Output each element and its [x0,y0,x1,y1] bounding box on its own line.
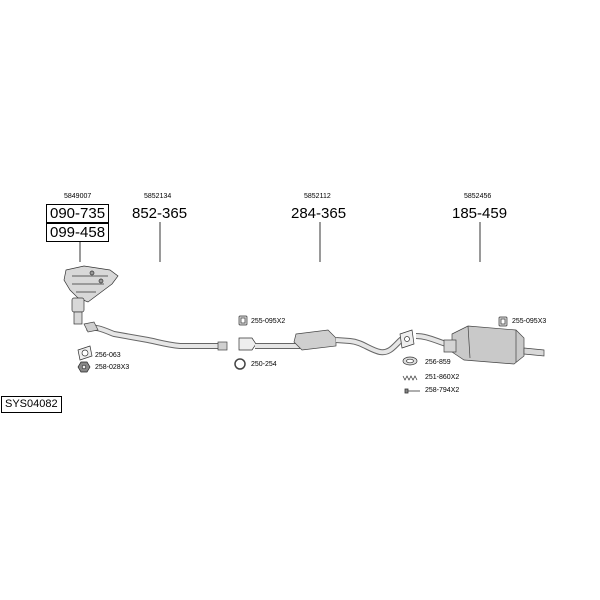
rubber-hanger-ring [402,356,418,366]
accessory-label[interactable]: 256-859 [425,359,451,366]
accessory-label[interactable]: 250-254 [251,361,277,368]
system-code-badge: SYS04082 [1,396,62,413]
clamp-bracket [238,315,248,326]
nut [77,361,91,373]
part-ref-manifold: 5849007 [64,193,92,200]
part-number-middle-silencer[interactable]: 284-365 [291,205,347,222]
accessory-label[interactable]: 251-860X2 [425,374,460,381]
gasket-middle [238,337,257,351]
manifold-catalyst [63,265,119,325]
part-code-manifold-2[interactable]: 099-458 [46,223,110,242]
part-code-manifold-1[interactable]: 090-735 [46,204,110,223]
bolt [404,388,420,394]
flange-gasket [399,329,415,349]
part-ref-front-pipe: 5852134 [144,193,172,200]
accessory-label[interactable]: 258-794X2 [425,387,460,394]
part-ref-rear-silencer: 5852456 [464,193,492,200]
clamp-bracket-rear [498,316,508,327]
front-pipe [83,321,228,351]
part-number-rear-silencer[interactable]: 185-459 [452,205,508,222]
gasket-ring [77,345,93,361]
spring [402,375,418,381]
accessory-label[interactable]: 255-095X3 [512,318,547,325]
part-number-front-pipe[interactable]: 852-365 [132,205,188,222]
accessory-label[interactable]: 255-095X2 [251,318,286,325]
middle-pipe [255,329,408,356]
part-ref-middle-silencer: 5852112 [304,193,331,200]
accessory-label[interactable]: 256-063 [95,352,121,359]
accessory-label[interactable]: 258-028X3 [95,364,130,371]
rear-silencer [415,325,545,365]
clamp-ring [234,358,246,370]
